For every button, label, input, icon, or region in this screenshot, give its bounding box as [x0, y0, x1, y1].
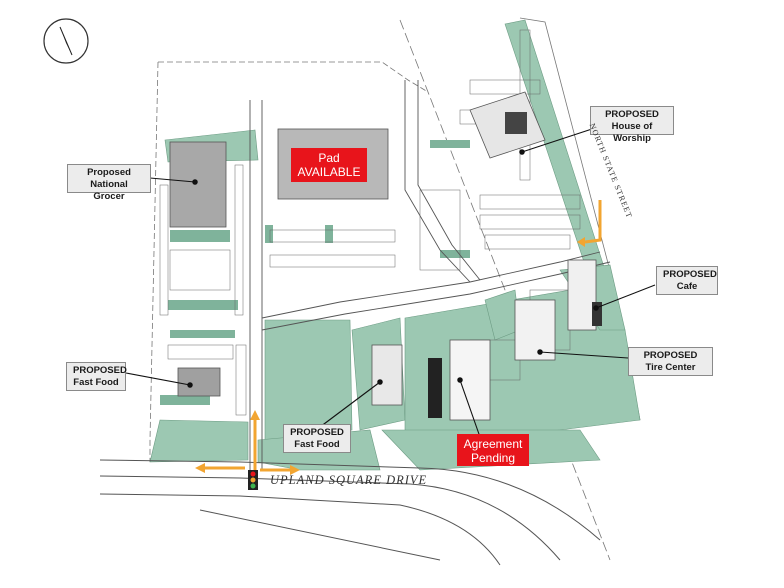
- label-pad-available: Pad AVAILABLE: [291, 148, 367, 182]
- access-drives: [249, 80, 611, 470]
- label-worship-line2: House of Worship: [611, 121, 653, 144]
- label-fastfood-center-line2: Fast Food: [294, 439, 340, 450]
- north-arrow-icon: [43, 18, 89, 64]
- green-islands: [160, 140, 470, 405]
- label-tire-center: PROPOSED Tire Center: [628, 347, 713, 376]
- label-grocer-line2: National Grocer: [90, 179, 128, 202]
- label-agreement-line1: Agreement: [463, 437, 523, 451]
- label-fastfood-left-line1: PROPOSED: [73, 365, 127, 376]
- fastfood-left-building: [177, 367, 221, 397]
- cafe-building: [567, 259, 597, 331]
- label-pad-line2: AVAILABLE: [297, 165, 361, 179]
- label-fastfood-center-line1: PROPOSED: [290, 427, 344, 438]
- label-pad-line1: Pad: [318, 151, 340, 165]
- agreement-building: [428, 358, 442, 418]
- label-cafe-line1: PROPOSED: [663, 269, 717, 280]
- label-tire-line1: PROPOSED: [643, 350, 698, 361]
- fastfood-center-building: [371, 344, 403, 406]
- label-fastfood-left-line2: Fast Food: [73, 377, 119, 388]
- label-grocer-line1: Proposed: [87, 167, 131, 178]
- label-cafe-line2: Cafe: [676, 281, 698, 292]
- traffic-signal-icon: [248, 470, 258, 490]
- tire-building: [514, 299, 556, 361]
- agreement-canopy: [449, 339, 491, 421]
- label-house-of-worship: PROPOSED House of Worship: [590, 106, 674, 144]
- label-fast-food-left: PROPOSED Fast Food: [66, 362, 127, 391]
- label-agreement-line2: Pending: [470, 451, 516, 465]
- leader-lines: [125, 127, 656, 438]
- label-national-grocer: Proposed National Grocer: [67, 164, 151, 202]
- grocer-building: [169, 141, 227, 228]
- public-roads: [99, 459, 601, 566]
- traffic-arrow-icon: [205, 200, 602, 472]
- label-cafe: PROPOSED Cafe: [656, 266, 718, 295]
- cafe-core: [592, 302, 602, 326]
- label-fast-food-center: PROPOSED Fast Food: [283, 424, 351, 453]
- street-upland-square-drive: UPLAND SQUARE DRIVE: [270, 473, 428, 487]
- worship-seating: [505, 112, 527, 134]
- label-tire-line2: Tire Center: [645, 362, 696, 373]
- label-worship-line1: PROPOSED: [605, 109, 659, 120]
- label-agreement-pending: Agreement Pending: [457, 434, 529, 466]
